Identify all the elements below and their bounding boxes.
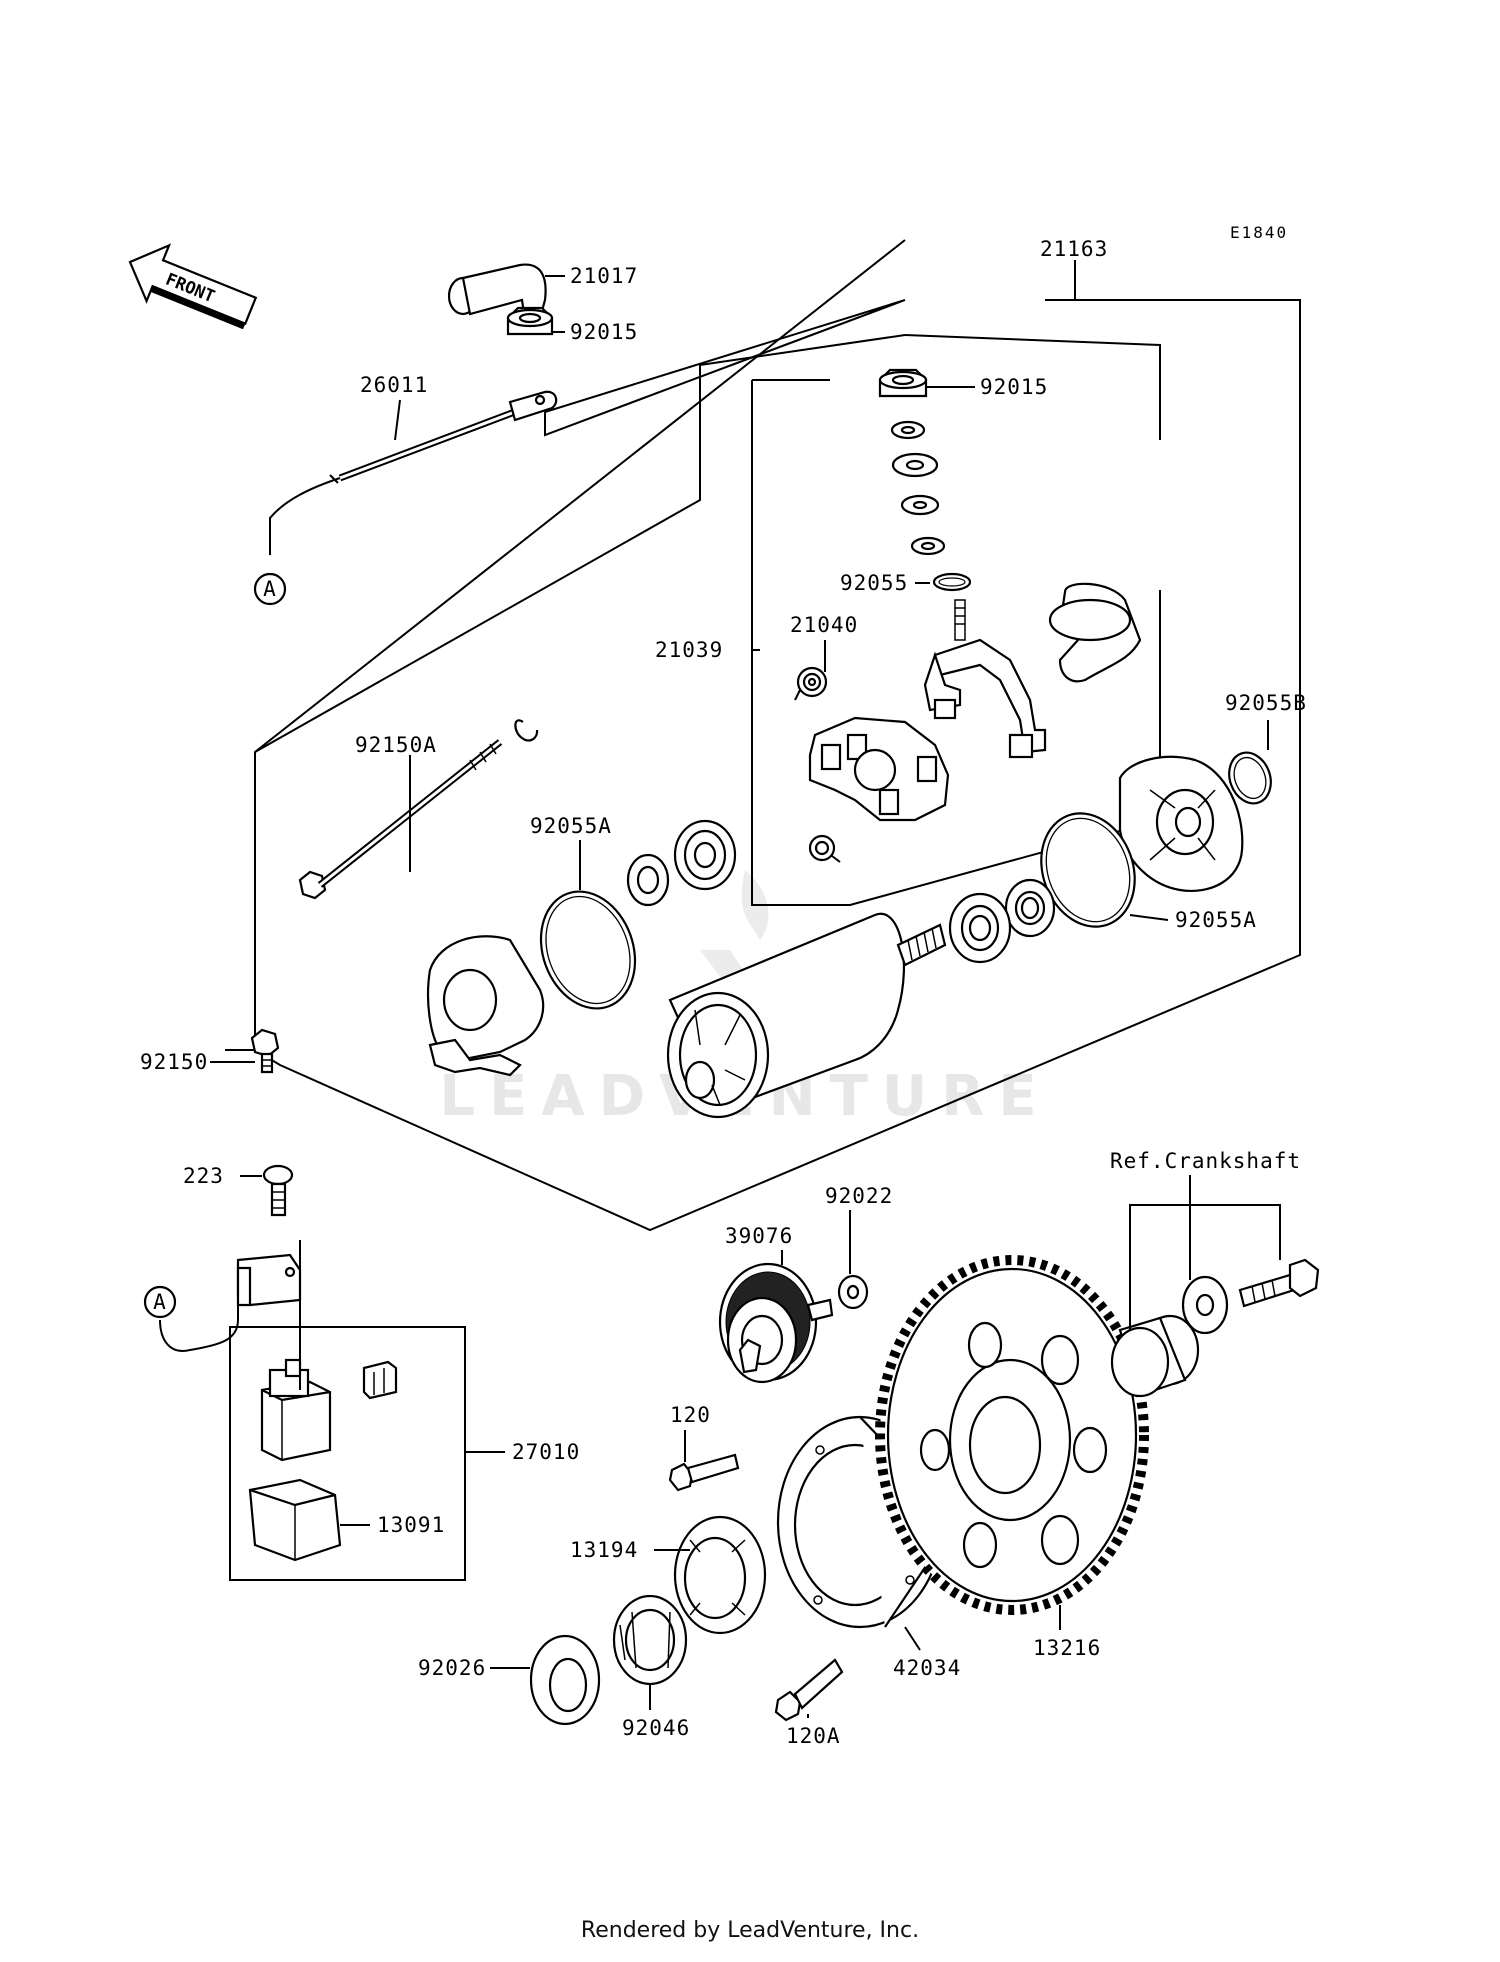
svg-text:A: A [153,1290,167,1314]
bolt-120A [774,1658,844,1722]
rear-end-cover [1118,755,1244,893]
terminal-nut-2 [878,368,928,398]
front-arrow-icon: FRONT [128,243,258,330]
one-way-clutch [673,1515,767,1635]
washer-92022 [837,1274,869,1310]
label-92015-top: 92015 [570,320,638,344]
starter-cable [269,390,558,555]
diagram-code: E1840 [1230,223,1288,242]
relay-cover [248,1478,342,1562]
label-223: 223 [183,1164,224,1188]
starter-relay [260,1358,332,1462]
washer-stack [890,420,946,556]
starter-motor-body [666,912,947,1119]
end-cover-right [1048,582,1142,683]
bearing-left [626,819,737,907]
crankshaft-bolt [1238,1258,1320,1308]
label-120: 120 [670,1403,711,1427]
brush-plate [923,599,1047,759]
label-92026: 92026 [418,1656,486,1680]
idle-gear [718,1262,834,1384]
label-39076: 39076 [725,1224,793,1248]
label-92150: 92150 [140,1050,208,1074]
front-end-cover [426,935,545,1077]
bolt-120 [668,1453,740,1492]
o-ring-92055A-left [539,890,637,1010]
svg-text:A: A [263,577,277,601]
label-92055: 92055 [840,571,908,595]
brush-spring-bottom [808,834,841,863]
needle-bearing [612,1594,688,1686]
brush-spring-top [794,666,828,701]
label-26011: 26011 [360,373,428,397]
label-92022: 92022 [825,1184,893,1208]
label-ref-crankshaft: Ref.Crankshaft [1110,1149,1301,1173]
label-21039: 21039 [655,638,723,662]
label-13194: 13194 [570,1538,638,1562]
starter-assembly-frame [225,239,1301,1232]
label-42034: 42034 [893,1656,961,1680]
label-13216: 13216 [1033,1636,1101,1660]
brush-holder [808,716,950,822]
leader-lines [210,260,1281,1718]
bearing-right [948,878,1056,964]
spacer-collar [1110,1314,1200,1398]
connector-marker-top: A [253,572,287,606]
label-92046: 92046 [622,1716,690,1740]
label-13091: 13091 [377,1513,445,1537]
o-ring-small [932,572,972,592]
footer-credit: Rendered by LeadVenture, Inc. [580,1918,920,1943]
crank-washer [1181,1275,1229,1335]
label-21163: 21163 [1040,237,1108,261]
circlip [514,719,539,742]
fuse [362,1360,398,1400]
o-ring-92055B [1228,751,1272,805]
label-21017: 21017 [570,264,638,288]
label-92150A: 92150A [355,733,437,757]
label-27010: 27010 [512,1440,580,1464]
part-labels: 21017 92015 26011 21163 92015 92055 2103… [140,237,1307,1748]
label-92055B: 92055B [1225,691,1307,715]
bolt-92150 [250,1028,280,1074]
label-92055A-right: 92055A [1175,908,1257,932]
connector-marker-bottom: A [143,1285,177,1319]
label-120A: 120A [786,1724,841,1748]
relay-bracket [236,1253,302,1307]
terminal-nut [506,306,554,336]
label-92015-mid: 92015 [980,375,1048,399]
screw-223 [262,1164,294,1217]
washer-92026 [529,1634,601,1726]
label-21040: 21040 [790,613,858,637]
label-92055A-left: 92055A [530,814,612,838]
through-bolt-92150A [298,739,503,900]
starter-clutch-gear [875,1255,1149,1615]
relay-wire [159,1295,239,1352]
